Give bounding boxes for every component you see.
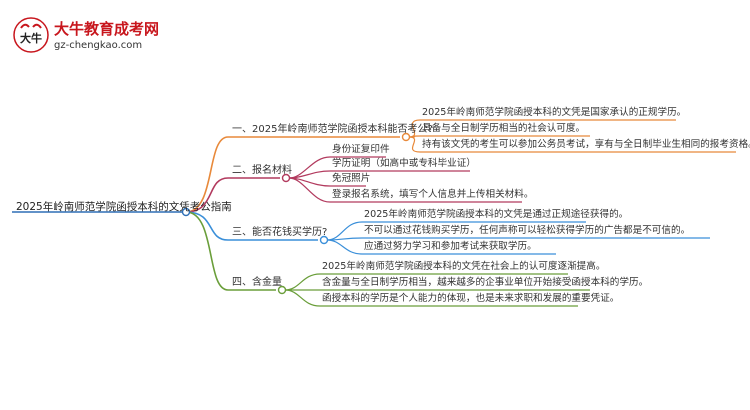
branch-2-leaf-1: 身份证复印件 (332, 144, 390, 155)
branch-2-leaf-4: 登录报名系统，填写个人信息并上传相关材料。 (332, 189, 534, 200)
branch-1-leaf-1: 2025年岭南师范学院函授本科的文凭是国家承认的正规学历。 (422, 107, 687, 118)
branch-4-leaf-1-curve (284, 273, 321, 291)
branch-2-leaf-2-curve (288, 170, 331, 179)
branch-4-leaf-2: 含金量与全日制学历相当，越来越多的企事业单位开始接受函授本科的学历。 (322, 277, 649, 288)
branch-buy-degree: 三、能否花钱买学历? (232, 227, 328, 238)
branch-1-curve (185, 136, 229, 213)
site-logo[interactable]: 大牛 大牛教育成考网 gz-chengkao.com (12, 14, 162, 58)
branch-1-leaf-2: 具备与全日制学历相当的社会认可度。 (422, 123, 586, 134)
branch-4-leaf-1: 2025年岭南师范学院函授本科的文凭在社会上的认可度逐渐提高。 (322, 261, 606, 272)
root-knot (181, 207, 191, 217)
branch-1-leaf-3-curve (408, 136, 421, 153)
branch-1-leaf-3: 持有该文凭的考生可以参加公务员考试，享有与全日制毕业生相同的报考资格。 (422, 139, 750, 150)
branch-3-leaf-2: 不可以通过花钱购买学历，任何声称可以轻松获得学历的广告都是不可信的。 (364, 225, 691, 236)
branch-2-leaf-1-curve (288, 156, 331, 179)
branch-2-leaf-2: 学历证明（如高中或专科毕业证） (332, 158, 476, 169)
branch-can-take-civil-service-exam: 一、2025年岭南师范学院函授本科能否考公? (232, 124, 433, 135)
branch-2-leaf-4-curve (288, 177, 331, 203)
svg-text:大牛: 大牛 (20, 31, 42, 45)
branch-application-materials: 二、报名材料 (232, 165, 292, 176)
branch-3-leaf-3: 应通过努力学习和参加考试来获取学历。 (364, 241, 537, 252)
branch-4-leaf-3-curve (284, 289, 321, 307)
branch-2-leaf-3: 免冠照片 (332, 173, 371, 184)
branch-2-curve (185, 177, 229, 213)
logo-url: gz-chengkao.com (54, 40, 143, 51)
branch-4-curve (185, 211, 229, 291)
bull-logo-icon: 大牛 (13, 17, 49, 53)
branch-3-curve (185, 211, 229, 241)
branch-3-leaf-1: 2025年岭南师范学院函授本科的文凭是通过正规途径获得的。 (364, 209, 629, 220)
branch-4-leaf-3: 函授本科的学历是个人能力的体现，也是未来求职和发展的重要凭证。 (322, 293, 620, 304)
branch-value: 四、含金量 (232, 277, 282, 288)
branch-3-leaf-1-curve (326, 221, 363, 241)
logo-title: 大牛教育成考网 (54, 20, 160, 38)
mindmap-root: 2025年岭南师范学院函授本科的文凭考公指南 (16, 201, 232, 213)
branch-3-leaf-3-curve (326, 239, 363, 255)
